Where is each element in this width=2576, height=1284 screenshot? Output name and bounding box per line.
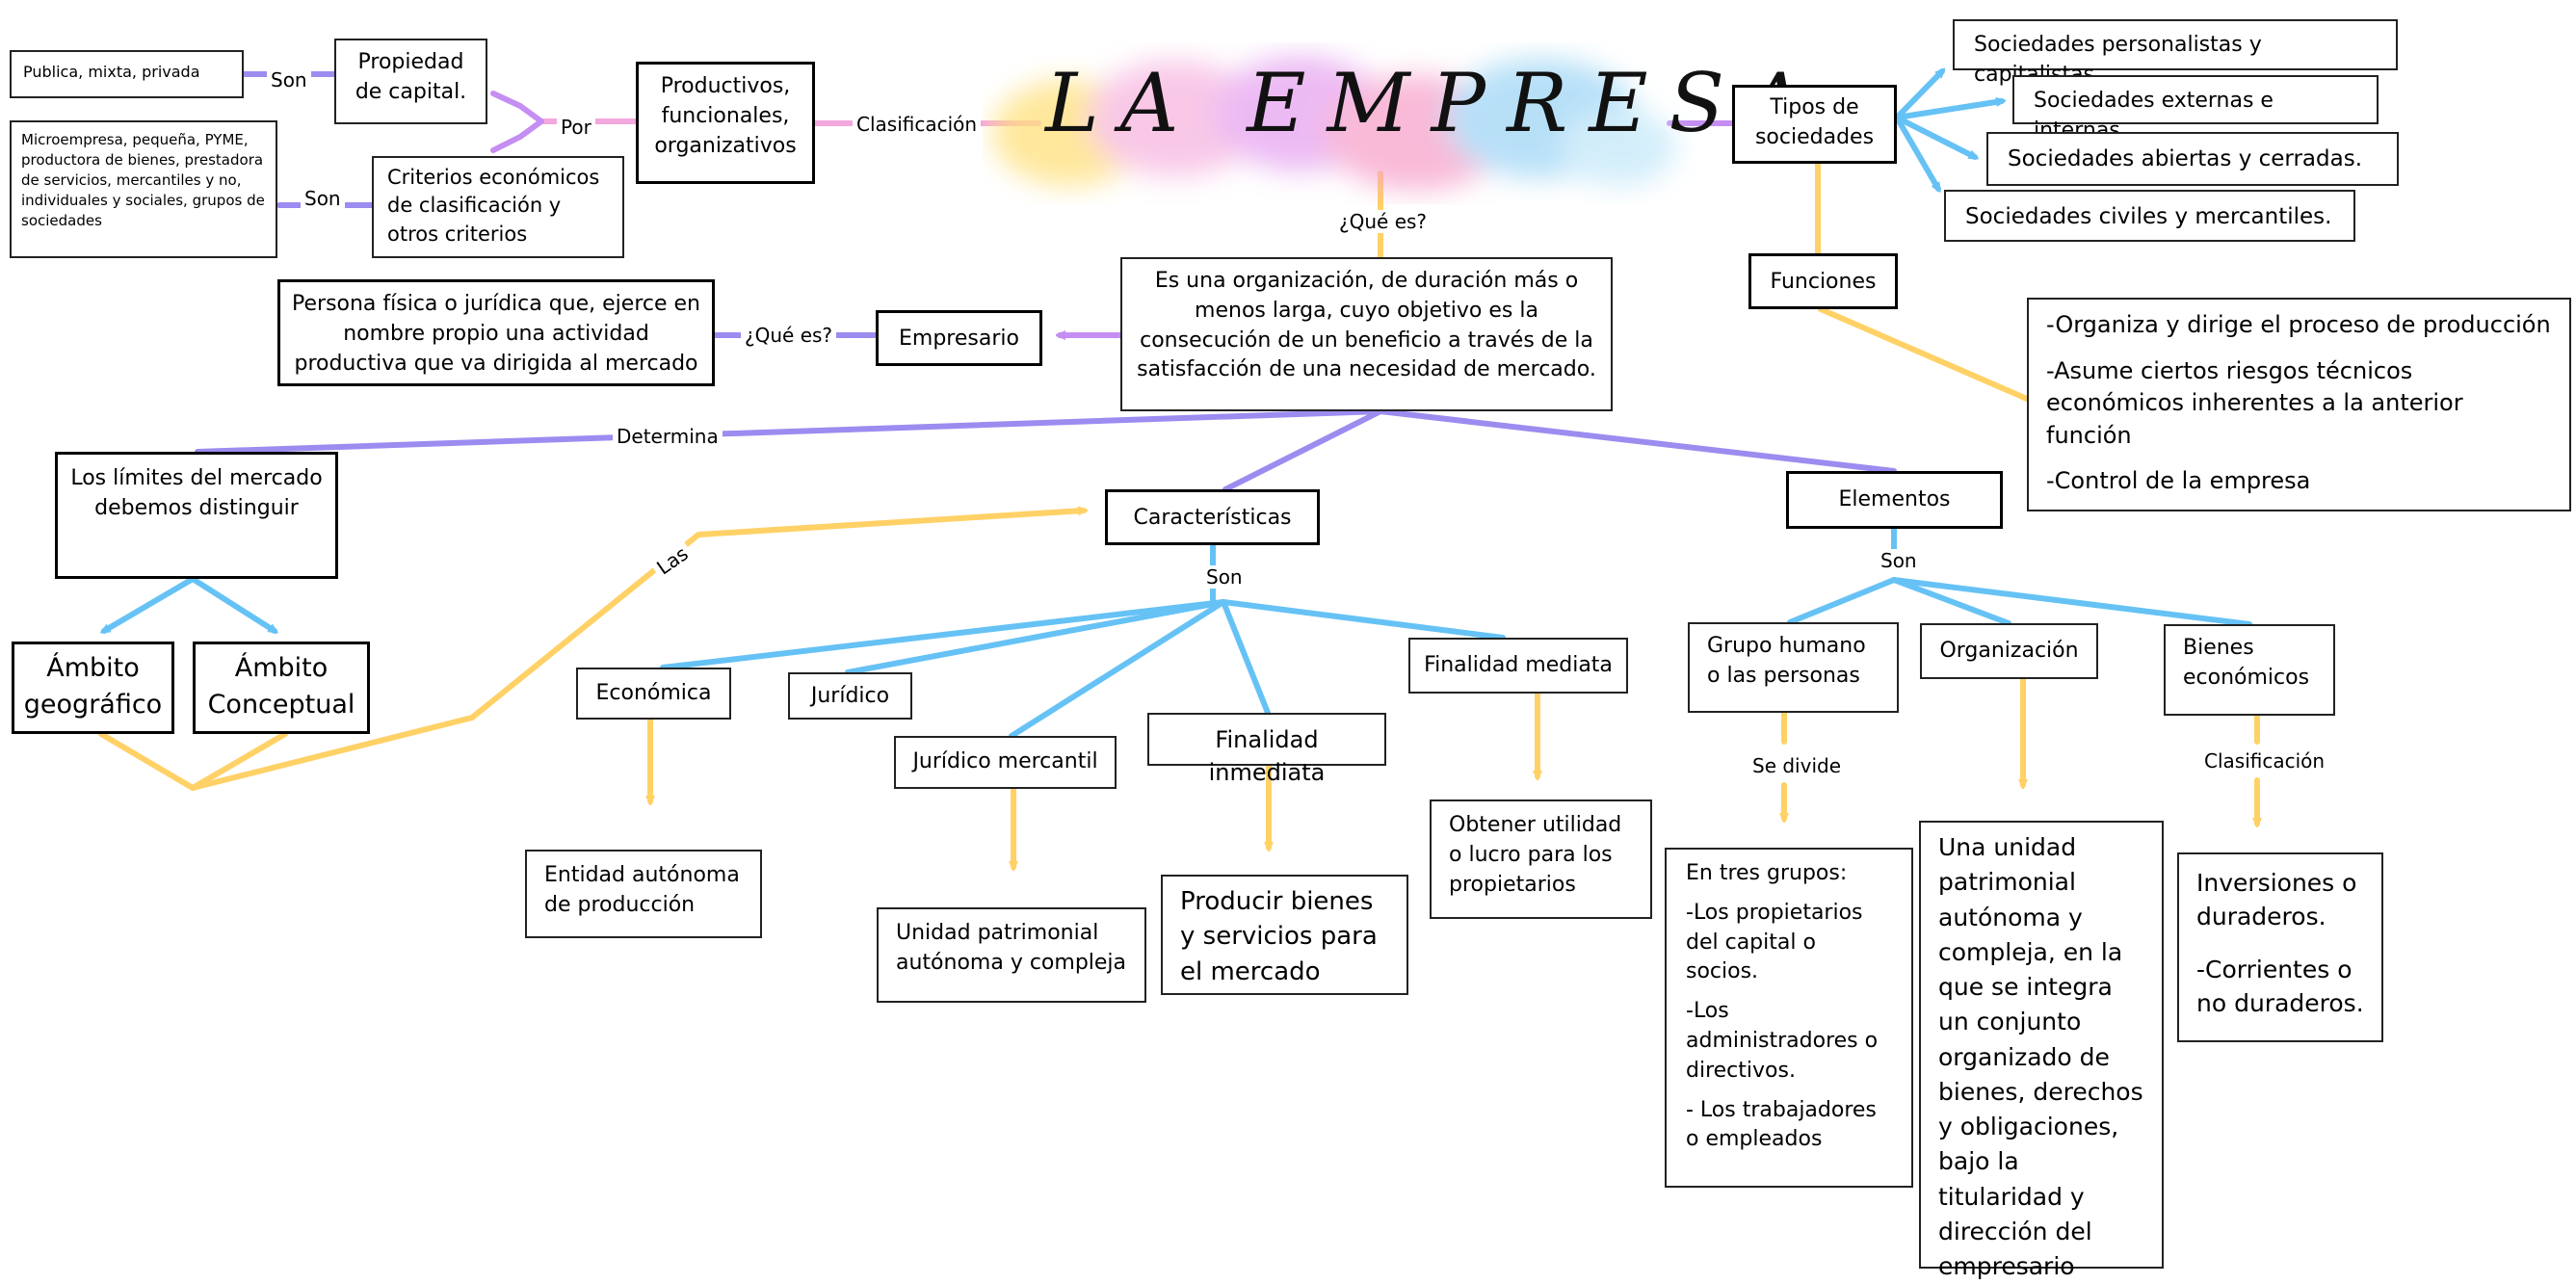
node-funciones-lista: -Organiza y dirige el proceso de producc… xyxy=(2027,298,2571,511)
line-tipos-soc4 xyxy=(1894,115,1938,189)
connector-group xyxy=(98,71,2257,867)
node-ambito-geografico: Ámbito geográfico xyxy=(12,642,174,734)
node-obtener: Obtener utilidad o lucro para los propie… xyxy=(1430,799,1652,919)
node-criterios: Criterios económicos de clasificación y … xyxy=(372,156,624,258)
label-se-divide: Se divide xyxy=(1748,754,1846,777)
bien-item: Inversiones o duraderos. xyxy=(2196,869,2357,930)
node-grupos-lista: En tres grupos: -Los propietarios del ca… xyxy=(1665,848,1913,1188)
title-splash xyxy=(992,56,1676,191)
node-juridico-mercantil: Jurídico mercantil xyxy=(894,736,1117,789)
page-title: LA EMPRESA xyxy=(1045,56,1826,150)
node-funciones: Funciones xyxy=(1748,253,1898,309)
node-bienes: Bienes económicos xyxy=(2164,624,2335,716)
node-empresario: Empresario xyxy=(876,310,1042,366)
node-juridico: Jurídico xyxy=(788,672,912,720)
node-propiedad-capital: Propiedad de capital. xyxy=(334,39,487,124)
label-son: Son xyxy=(301,187,345,210)
node-sociedades-abiertas: Sociedades abiertas y cerradas. xyxy=(1986,132,2399,186)
node-publica: Publica, mixta, privada xyxy=(10,50,244,98)
line-son-jmercantil xyxy=(1009,599,1226,739)
label-clasificacion: Clasificación xyxy=(853,113,982,136)
line-son-bienes xyxy=(1891,577,2252,627)
line-limites-con xyxy=(190,576,275,631)
node-unidad-patrimonial: Unidad patrimonial autónoma y compleja xyxy=(877,907,1146,1003)
node-definicion: Es una organización, de duración más o m… xyxy=(1120,257,1613,411)
node-bienes-lista: Inversiones o duraderos. -Corrientes o n… xyxy=(2177,852,2383,1042)
line-ambitos-caracteristicas xyxy=(190,511,1084,791)
line-son-finmediata2 xyxy=(1221,599,1506,641)
line-definicion-caracteristicas xyxy=(1222,408,1383,492)
line-tipos-soc3 xyxy=(1894,115,1975,160)
node-limites: Los límites del mercado debemos distingu… xyxy=(55,452,338,579)
node-organizacion-def: Una unidad patrimonial autónoma y comple… xyxy=(1919,821,2164,1280)
node-tipos-sociedades: Tipos de sociedades xyxy=(1732,85,1897,164)
node-elementos: Elementos xyxy=(1786,471,2003,529)
node-microempresa: Microempresa, pequeña, PYME, productora … xyxy=(10,120,277,258)
node-sociedades-civiles: Sociedades civiles y mercantiles. xyxy=(1944,190,2355,242)
grupo-item: En tres grupos: xyxy=(1686,861,1848,885)
node-sociedades-personalistas: Sociedades personalistas y capitalistas. xyxy=(1953,19,2398,87)
funcion-item: -Organiza y dirige el proceso de producc… xyxy=(2046,311,2551,338)
label-son: Son xyxy=(1877,549,1921,572)
node-organizacion: Organización xyxy=(1920,623,2098,679)
line-tipos-soc2 xyxy=(1894,101,2002,120)
node-entidad: Entidad autónoma de producción xyxy=(525,850,762,938)
node-finalidad-inmediata: Finalidad inmediata xyxy=(1147,713,1386,786)
line-son-organizacion xyxy=(1891,577,2011,626)
label-determina: Determina xyxy=(613,425,723,448)
label-clasificacion: Clasificación xyxy=(2200,749,2329,773)
bien-item: -Corrientes o no duraderos. xyxy=(2196,956,2364,1017)
node-sociedades-externas: Sociedades externas e internas. xyxy=(2012,75,2379,143)
label-que-es: ¿Qué es? xyxy=(741,324,837,347)
grupo-item: -Los propietarios del capital o socios. xyxy=(1686,900,1863,984)
line-definicion-limites xyxy=(195,408,1383,455)
node-producir: Producir bienes y servicios para el merc… xyxy=(1161,875,1408,995)
grupo-item: - Los trabajadores o empleados xyxy=(1686,1097,1877,1152)
line-definicion-elementos xyxy=(1378,408,1897,474)
node-economica: Económica xyxy=(576,668,731,720)
node-productivos: Productivos, funcionales, organizativos xyxy=(636,62,815,184)
node-persona: Persona física o jurídica que, ejerce en… xyxy=(277,279,715,386)
line-son-economica xyxy=(660,599,1226,670)
line-por-fork xyxy=(490,91,544,153)
line-tipos-soc1 xyxy=(1894,71,1942,120)
line-son-grupo xyxy=(1787,577,1897,625)
funcion-item: -Asume ciertos riesgos técnicos económic… xyxy=(2046,356,2463,449)
node-ambito-conceptual: Ámbito Conceptual xyxy=(193,642,370,734)
line-ambitos-union xyxy=(98,731,288,791)
line-son-finmediata xyxy=(1221,599,1271,716)
line-son-juridico xyxy=(845,599,1226,675)
node-caracteristicas: Características xyxy=(1105,489,1320,545)
node-finalidad-mediata: Finalidad mediata xyxy=(1408,638,1628,694)
line-funciones-lista xyxy=(1818,306,2030,402)
label-que-es: ¿Qué es? xyxy=(1335,210,1432,233)
label-por: Por xyxy=(557,116,595,139)
grupo-item: -Los administradores o directivos. xyxy=(1686,999,1879,1083)
label-son: Son xyxy=(267,68,311,92)
label-son: Son xyxy=(1202,565,1247,589)
line-limites-geo xyxy=(104,576,196,631)
node-grupo-humano: Grupo humano o las personas xyxy=(1688,622,1899,713)
funcion-item: -Control de la empresa xyxy=(2046,467,2311,495)
